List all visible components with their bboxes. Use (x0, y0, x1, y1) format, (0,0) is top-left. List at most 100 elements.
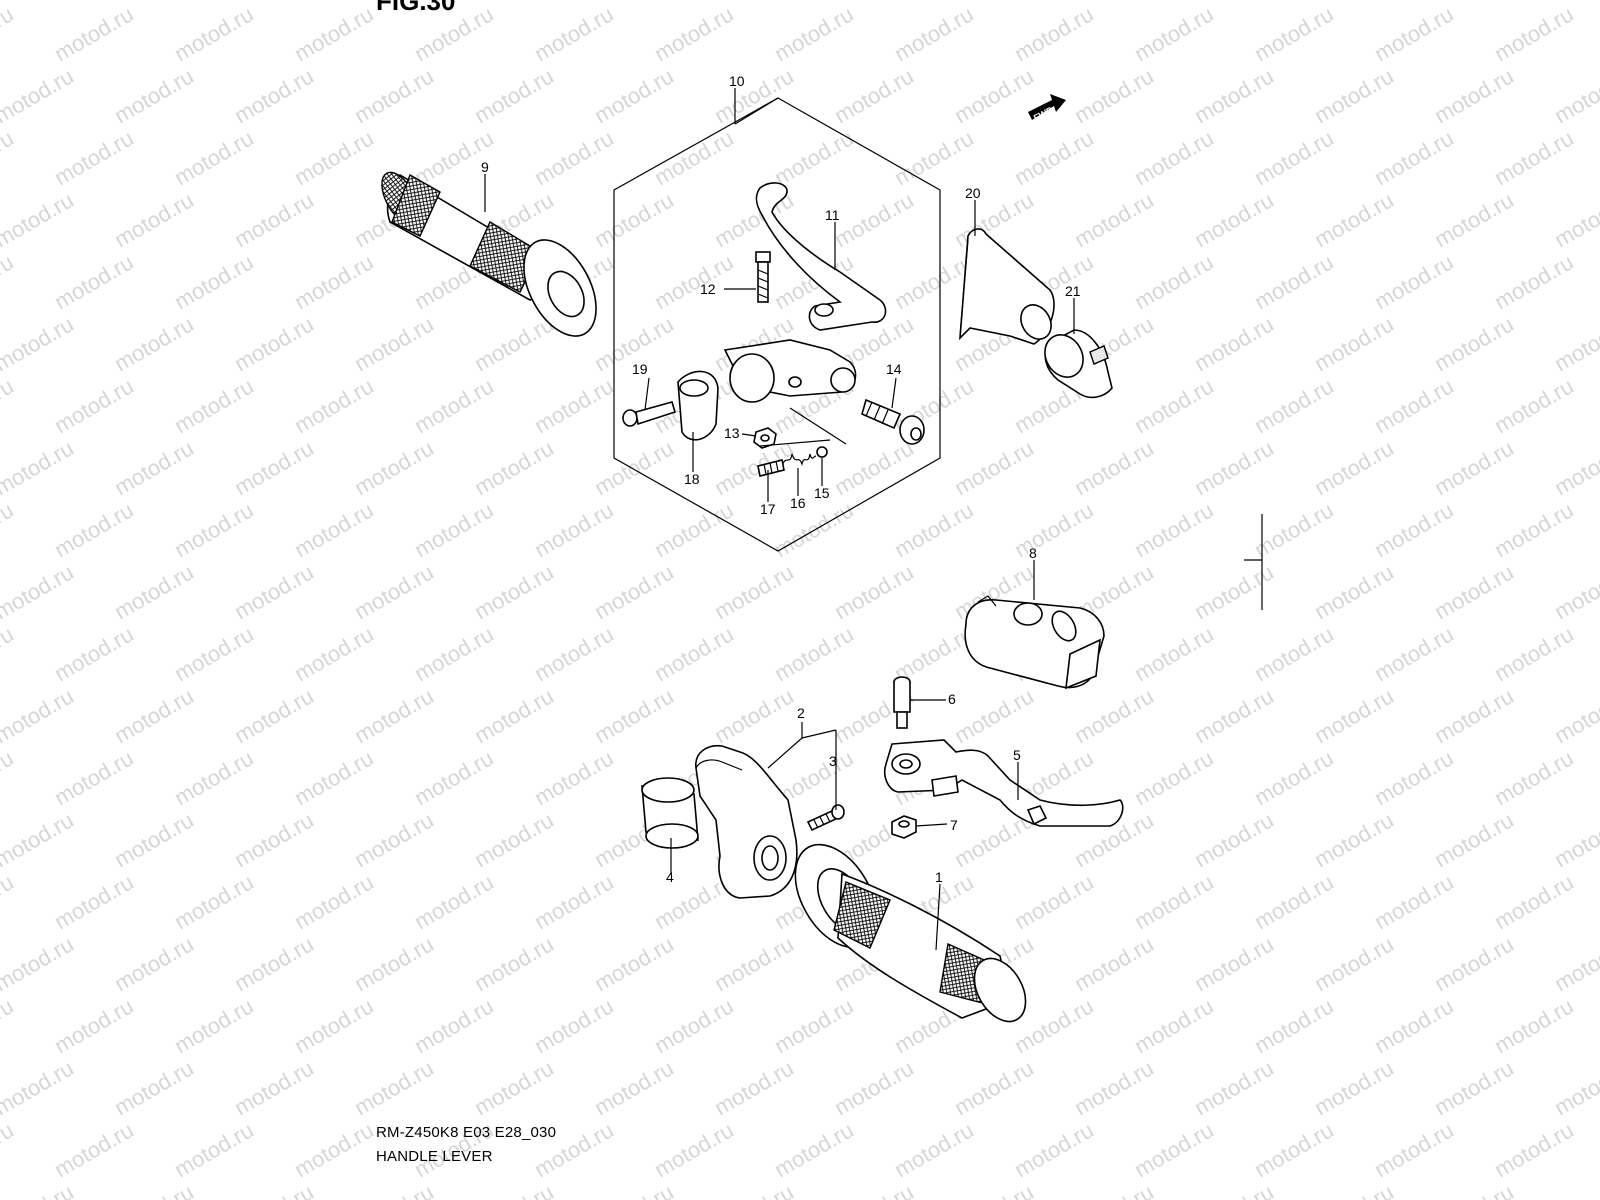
watermark-text: motod.ru (950, 683, 1038, 748)
cover-part-20 (959, 228, 1055, 345)
watermark-text: motod.ru (470, 683, 558, 748)
watermark-text: motod.ru (1490, 125, 1578, 190)
watermark-text: motod.ru (1370, 373, 1458, 438)
watermark-text: motod.ru (1070, 435, 1158, 500)
watermark-text: motod.ru (230, 683, 318, 748)
watermark-text: motod.ru (110, 187, 198, 252)
leader-lines (484, 174, 1075, 951)
fwd-arrow-icon: FWD (1028, 94, 1066, 123)
watermark-text: motod.ru (110, 63, 198, 128)
watermark-text: motod.ru (0, 683, 78, 748)
watermark-text: motod.ru (290, 1, 378, 66)
watermark-text: motod.ru (650, 125, 738, 190)
watermark-text: motod.ru (110, 435, 198, 500)
watermark-text: motod.ru (1430, 683, 1518, 748)
watermark-text: motod.ru (1130, 745, 1218, 810)
watermark-text: motod.ru (0, 745, 18, 810)
watermark-text: motod.ru (650, 497, 738, 562)
watermark-text: motod.ru (1250, 373, 1338, 438)
watermark-text: motod.ru (1310, 931, 1398, 996)
callout-1: 1 (935, 869, 943, 885)
watermark-text: motod.ru (1430, 435, 1518, 500)
watermark-text: motod.ru (1010, 497, 1098, 562)
watermark-text: motod.ru (1190, 931, 1278, 996)
callout-6: 6 (948, 691, 956, 707)
watermark-text: motod.ru (350, 435, 438, 500)
spring-part-16 (781, 453, 817, 467)
watermark-text: motod.ru (1430, 63, 1518, 128)
watermark-text: motod.ru (350, 1179, 438, 1200)
watermark-text: motod.ru (590, 683, 678, 748)
watermark-text: motod.ru (1070, 187, 1158, 252)
watermark-text: motod.ru (1310, 1179, 1398, 1200)
watermark-text: motod.ru (650, 1117, 738, 1182)
callout-13: 13 (724, 425, 740, 441)
figure-code: RM-Z450K8 E03 E28_030 (376, 1124, 557, 1141)
watermark-text: motod.ru (470, 931, 558, 996)
watermark-text: motod.ru (0, 0, 78, 4)
brake-lever-part-5 (883, 739, 1124, 827)
watermark-text: motod.ru (950, 1055, 1038, 1120)
pin-part-17 (757, 459, 785, 477)
watermark-text: motod.ru (290, 621, 378, 686)
watermark-text: motod.ru (650, 249, 738, 314)
callout-7: 7 (950, 817, 958, 833)
watermark-text: motod.ru (50, 745, 138, 810)
watermark-text: motod.ru (830, 435, 918, 500)
watermark-text: motod.ru (1310, 187, 1398, 252)
watermark-text: motod.ru (1550, 931, 1600, 996)
watermark-text: motod.ru (1250, 1, 1338, 66)
watermark-text: motod.ru (770, 1117, 858, 1182)
watermark-text: motod.ru (770, 125, 858, 190)
watermark-text: motod.ru (170, 745, 258, 810)
watermark-text: motod.ru (230, 931, 318, 996)
watermark-text: motod.ru (1070, 63, 1158, 128)
watermark-text: motod.ru (0, 1117, 18, 1182)
watermark-text: motod.ru (1190, 559, 1278, 624)
watermark-text: motod.ru (110, 311, 198, 376)
watermark-text: motod.ru (1130, 869, 1218, 934)
watermark-text: motod.ru (50, 993, 138, 1058)
callout-16: 16 (790, 495, 806, 511)
watermark-text: motod.ru (710, 559, 798, 624)
watermark-text: motod.ru (1130, 993, 1218, 1058)
watermark-text: motod.ru (590, 187, 678, 252)
watermark-text: motod.ru (170, 869, 258, 934)
watermark-text: motod.ru (410, 745, 498, 810)
watermark-text: motod.ru (170, 1, 258, 66)
watermark-text: motod.ru (1550, 807, 1600, 872)
adjuster-part-14 (861, 398, 925, 445)
watermark-text: motod.ru (1250, 869, 1338, 934)
watermark-text: motod.ru (350, 807, 438, 872)
callout-8: 8 (1029, 545, 1037, 561)
watermark-text: motod.ru (950, 435, 1038, 500)
watermark-text: motod.ru (350, 931, 438, 996)
watermark-text: motod.ru (0, 1, 18, 66)
watermark-text: motod.ru (170, 1117, 258, 1182)
watermark-text: motod.ru (230, 187, 318, 252)
watermark-text: motod.ru (110, 807, 198, 872)
watermark-text: motod.ru (1310, 435, 1398, 500)
watermark-text: motod.ru (1190, 1179, 1278, 1200)
watermark-text: motod.ru (1490, 1, 1578, 66)
watermark-text: motod.ru (530, 869, 618, 934)
watermark-text: motod.ru (710, 683, 798, 748)
watermark-text: motod.ru (1490, 1117, 1578, 1182)
watermark-text: motod.ru (1550, 63, 1600, 128)
watermark-text: motod.ru (1010, 1, 1098, 66)
watermark-text: motod.ru (950, 63, 1038, 128)
watermark-text: motod.ru (0, 435, 78, 500)
watermark-text: motod.ru (1310, 807, 1398, 872)
watermark-text: motod.ru (470, 559, 558, 624)
assembly-guide-line (789, 407, 847, 445)
watermark-text: motod.ru (590, 559, 678, 624)
callout-9: 9 (481, 159, 489, 175)
watermark-text: motod.ru (650, 993, 738, 1058)
callout-4: 4 (666, 869, 674, 885)
watermark-text: motod.ru (110, 1179, 198, 1200)
watermark-text: motod.ru (170, 497, 258, 562)
watermark-text: motod.ru (410, 373, 498, 438)
watermark-text: motod.ru (50, 249, 138, 314)
watermark-text: motod.ru (0, 559, 78, 624)
watermark-text: motod.ru (1010, 869, 1098, 934)
